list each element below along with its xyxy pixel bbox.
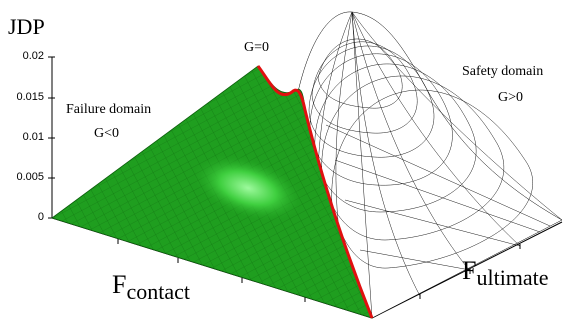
x-axis-label-sub: contact xyxy=(126,279,190,304)
z-tick-label: 0.02 xyxy=(22,50,44,62)
z-axis-label: JDP xyxy=(8,14,45,39)
x-axis-label: Fcontact xyxy=(112,270,190,304)
safety-domain-title: Safety domain xyxy=(462,64,544,79)
y-axis-label-sub: ultimate xyxy=(476,265,549,290)
y-axis-line xyxy=(371,221,563,319)
z-tick-label: 0.01 xyxy=(22,131,44,143)
failure-domain-title: Failure domain xyxy=(66,102,152,117)
boundary-label: G=0 xyxy=(244,40,270,55)
x-axis-label-main: F xyxy=(112,270,127,299)
safety-domain-condition: G>0 xyxy=(498,90,524,105)
y-axis-label-main: F xyxy=(462,256,477,285)
z-tick-label: 0 xyxy=(37,211,44,223)
y-axis-label: Fultimate xyxy=(462,256,549,290)
failure-domain-highlight xyxy=(192,154,304,222)
failure-domain-condition: G<0 xyxy=(94,126,120,141)
z-tick-label: 0.005 xyxy=(16,171,44,183)
limit-state-boundary xyxy=(256,65,374,319)
x-axis-ticks xyxy=(117,239,306,302)
z-tick-label: 0.015 xyxy=(16,91,44,103)
